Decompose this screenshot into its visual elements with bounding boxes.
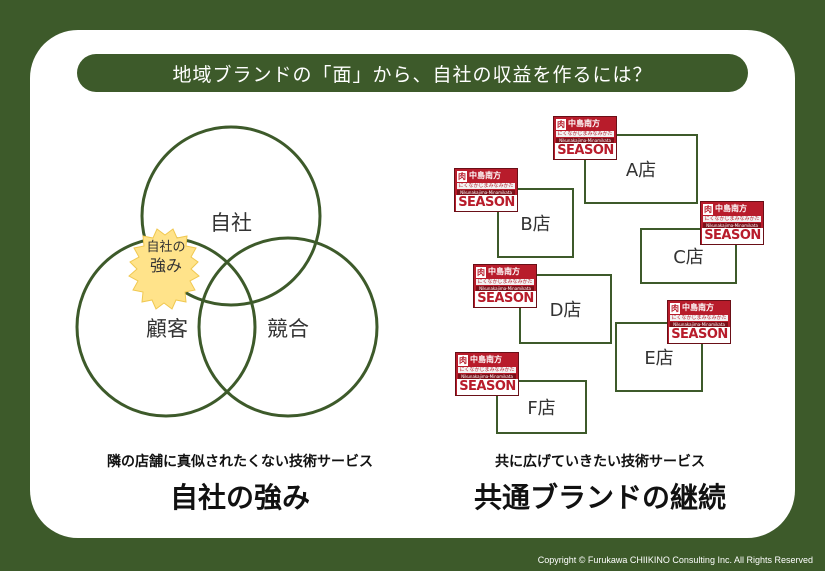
venn-circle-company (140, 125, 322, 307)
shop-c-label: C店 (673, 247, 704, 268)
strength-label-line2: 強み (149, 256, 183, 276)
strength-label-line1: 自社の (146, 239, 186, 255)
venn-label-customer: 顧客 (146, 317, 188, 341)
venn-label-competitor: 競合 (267, 317, 309, 341)
starburst-icon (128, 228, 200, 310)
right-caption-sub: 共に広げていきたい技術サービス (495, 454, 705, 470)
venn-circle-competitor (197, 236, 379, 418)
right-caption-main: 共通ブランドの継続 (473, 481, 727, 514)
slide-title: 地域ブランドの「面」から、自社の収益を作るには？ (172, 63, 653, 86)
shop-f-label: F店 (527, 398, 556, 419)
title-bar: 地域ブランドの「面」から、自社の収益を作るには？ (77, 54, 748, 92)
shop-a-label: A店 (625, 160, 657, 181)
shop-b-label: B店 (520, 214, 551, 235)
left-caption-main: 自社の強み (169, 481, 311, 514)
venn-label-company: 自社 (210, 211, 252, 235)
shop-e-label: E店 (644, 348, 674, 369)
shop-d-label: D店 (549, 300, 582, 321)
strength-label: 自社の 強み (146, 240, 185, 276)
left-caption-sub: 隣の店舗に真似されたくない技術サービス (107, 454, 373, 470)
copyright-notice: Copyright © Furukawa CHIIKINO Consulting… (537, 555, 813, 565)
